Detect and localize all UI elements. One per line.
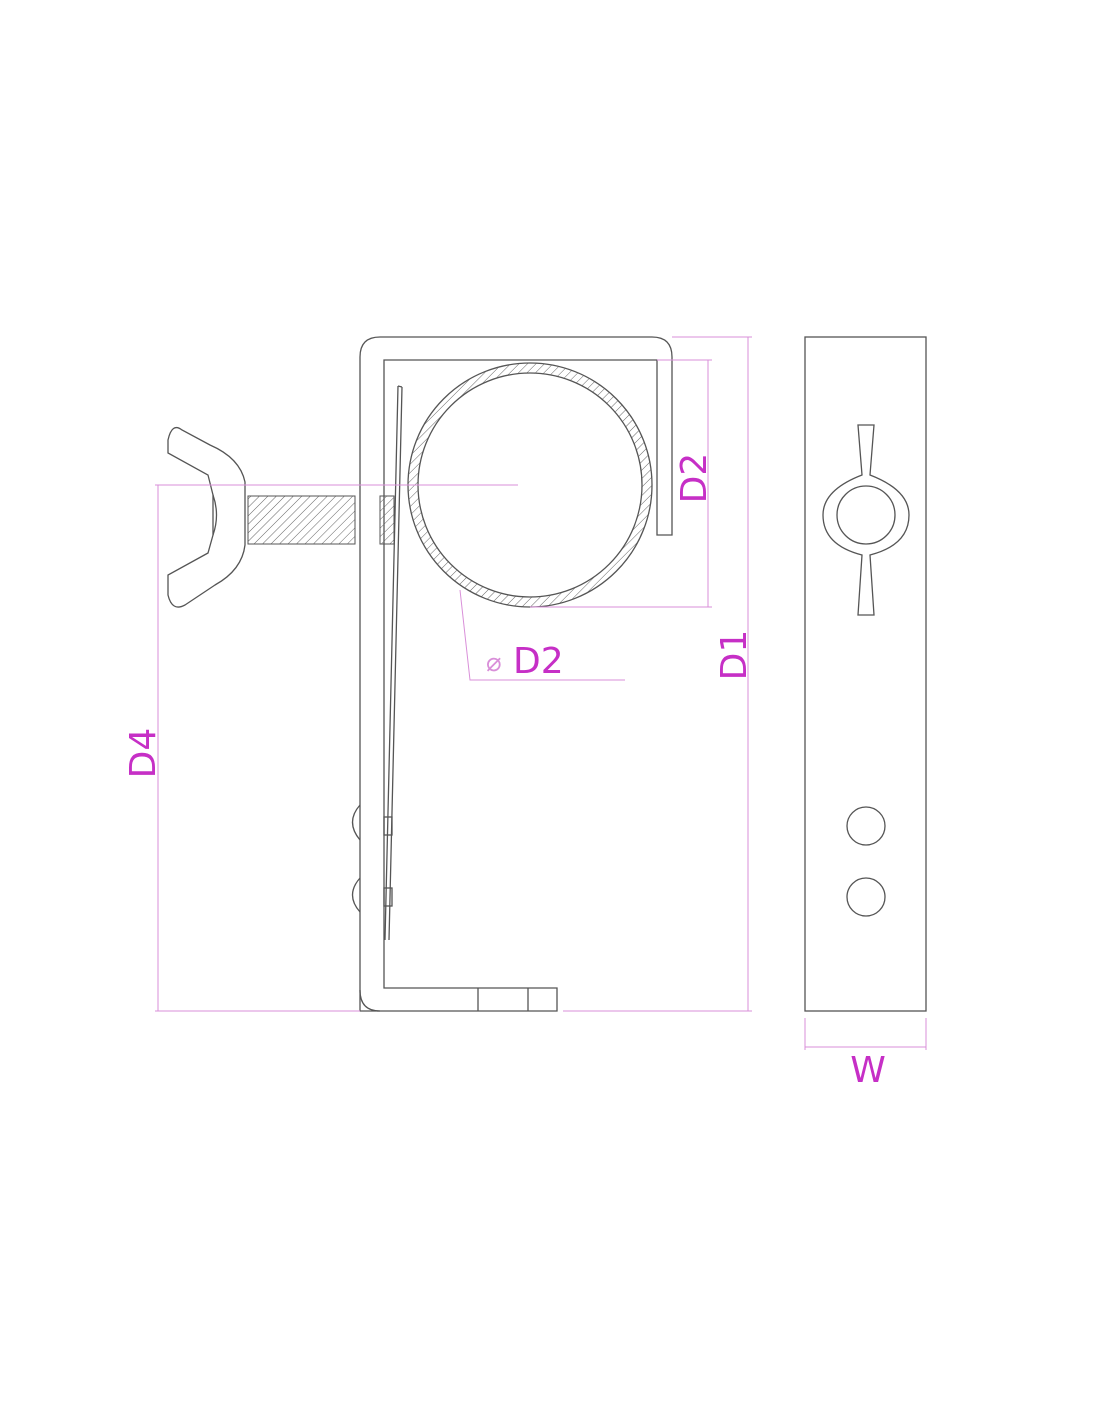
side-view <box>804 336 927 1012</box>
dimension-lines <box>155 336 927 1050</box>
side-hole-bottom <box>846 877 886 917</box>
threaded-bolt <box>247 495 395 545</box>
label-pipe-height: D2 <box>674 453 715 504</box>
wing-nut <box>167 426 246 608</box>
spring-plate <box>351 385 403 941</box>
side-hole-top <box>846 806 886 846</box>
diameter-symbol: ⌀ <box>486 648 502 678</box>
label-pipe-diameter: D2 <box>513 641 564 682</box>
label-bolt-height: D4 <box>123 728 164 779</box>
label-total-height: D1 <box>714 630 755 681</box>
label-width: W <box>850 1050 886 1091</box>
